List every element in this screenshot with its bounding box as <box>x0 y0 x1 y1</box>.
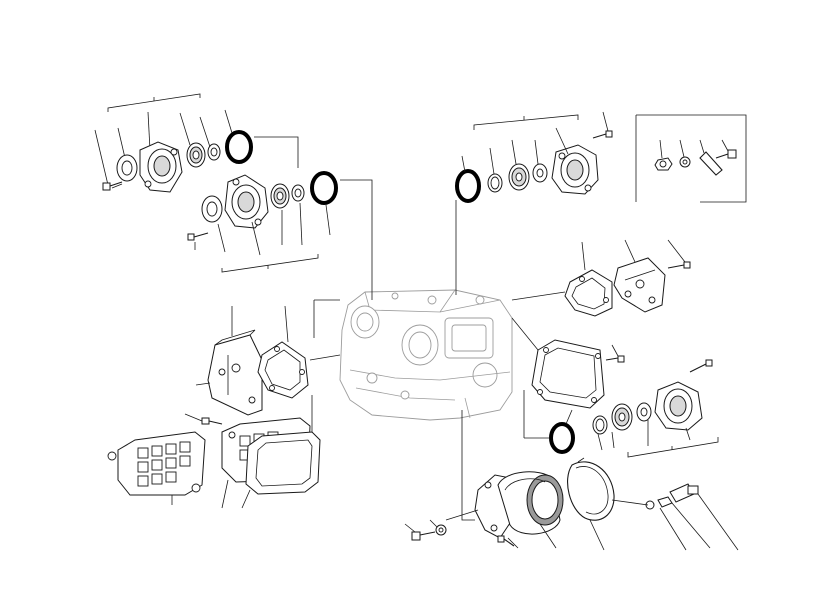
left-cover-group <box>195 299 341 416</box>
o-ring-lower <box>310 171 338 205</box>
cover-plate <box>207 329 263 416</box>
top-left-bearing-group <box>94 93 299 193</box>
screw-right-top <box>592 130 613 139</box>
nut-banjo <box>657 496 673 508</box>
washer <box>207 143 221 161</box>
washer-intake <box>435 524 447 536</box>
ball-bearing-lower <box>201 195 223 223</box>
screw-small <box>102 181 123 191</box>
hose-clamp <box>567 457 615 521</box>
right-bearing-group-lower <box>523 359 719 458</box>
screw-lower <box>187 232 209 241</box>
cover-gasket <box>257 341 309 399</box>
intake-tube <box>497 471 564 535</box>
o-ring-right-lower <box>549 422 575 454</box>
screw-intake <box>411 531 436 541</box>
o-ring-right <box>455 169 481 203</box>
flanged-housing-lower <box>224 174 269 229</box>
inset-screw <box>715 149 737 159</box>
bracket-right-lower <box>627 437 719 458</box>
flanged-housing-right-lower <box>654 381 703 431</box>
intake-manifold-group <box>404 410 739 551</box>
flanged-housing <box>139 141 183 193</box>
left-bearing-group-lower <box>187 171 373 300</box>
screw-right-lower <box>689 359 713 373</box>
washer-right <box>532 163 548 183</box>
bolt-banjo <box>669 483 699 503</box>
washer-right-lower <box>636 402 652 422</box>
screw-intake-2 <box>497 535 515 547</box>
right-cover-group <box>511 239 691 317</box>
ball-bearing <box>116 154 138 182</box>
screw-plate <box>605 355 625 363</box>
inset-detail-box <box>635 114 747 203</box>
needle-bearing <box>186 142 206 168</box>
screw-reed <box>201 417 223 425</box>
flanged-housing-right <box>551 144 599 195</box>
needle-bearing-right <box>508 163 530 191</box>
right-gasket <box>564 269 613 317</box>
needle-bearing-right-lower <box>611 403 633 431</box>
right-cover-plate <box>613 257 666 313</box>
right-side-plate <box>511 317 625 409</box>
group-bracket-right <box>473 114 579 130</box>
inset-spring-clip <box>699 151 723 176</box>
top-right-bearing-group <box>455 111 613 295</box>
washer-lower <box>291 184 305 202</box>
reed-block-left <box>107 431 206 496</box>
group-bracket <box>107 93 201 112</box>
o-ring <box>225 130 253 164</box>
reed-valve-group <box>107 395 321 509</box>
circlip-lower <box>592 415 608 435</box>
screw-right-cover <box>667 261 691 269</box>
inset-washer <box>679 156 691 168</box>
needle-bearing-lower <box>270 183 290 209</box>
engine-case-ghost <box>339 289 513 421</box>
inset-nut <box>654 157 673 171</box>
reed-gasket <box>245 431 321 495</box>
circlip <box>487 173 503 193</box>
